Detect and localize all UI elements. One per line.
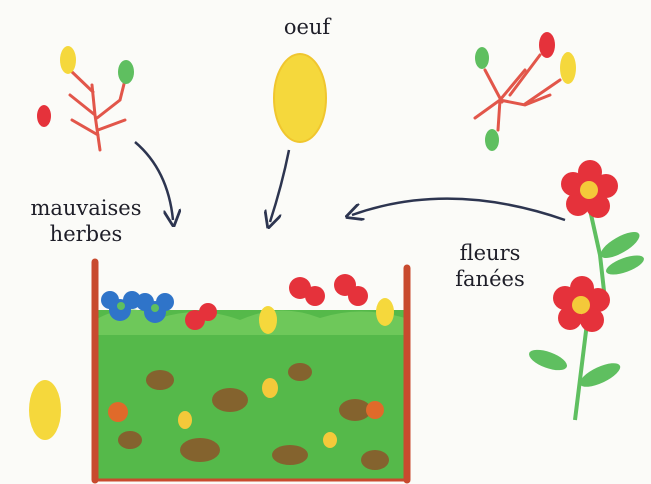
flowers-label: fleurs fanées (430, 240, 550, 292)
arrow-egg (270, 150, 289, 222)
weeds-label: mauvaises herbes (6, 195, 166, 247)
weeds-label-line1: mauvaises (6, 195, 166, 221)
weed-sprig-right (475, 32, 576, 151)
flowers-label-line1: fleurs (430, 240, 550, 266)
egg-label-text: oeuf (284, 15, 330, 39)
egg-label: oeuf (262, 14, 352, 40)
egg-shape (274, 54, 326, 142)
small-egg-shape (29, 380, 61, 440)
compost-bin (95, 262, 407, 480)
weed-sprig-left (37, 46, 134, 150)
arrow-flowers (352, 199, 565, 220)
flowers-label-line2: fanées (430, 266, 550, 292)
weeds-label-line2: herbes (6, 221, 166, 247)
